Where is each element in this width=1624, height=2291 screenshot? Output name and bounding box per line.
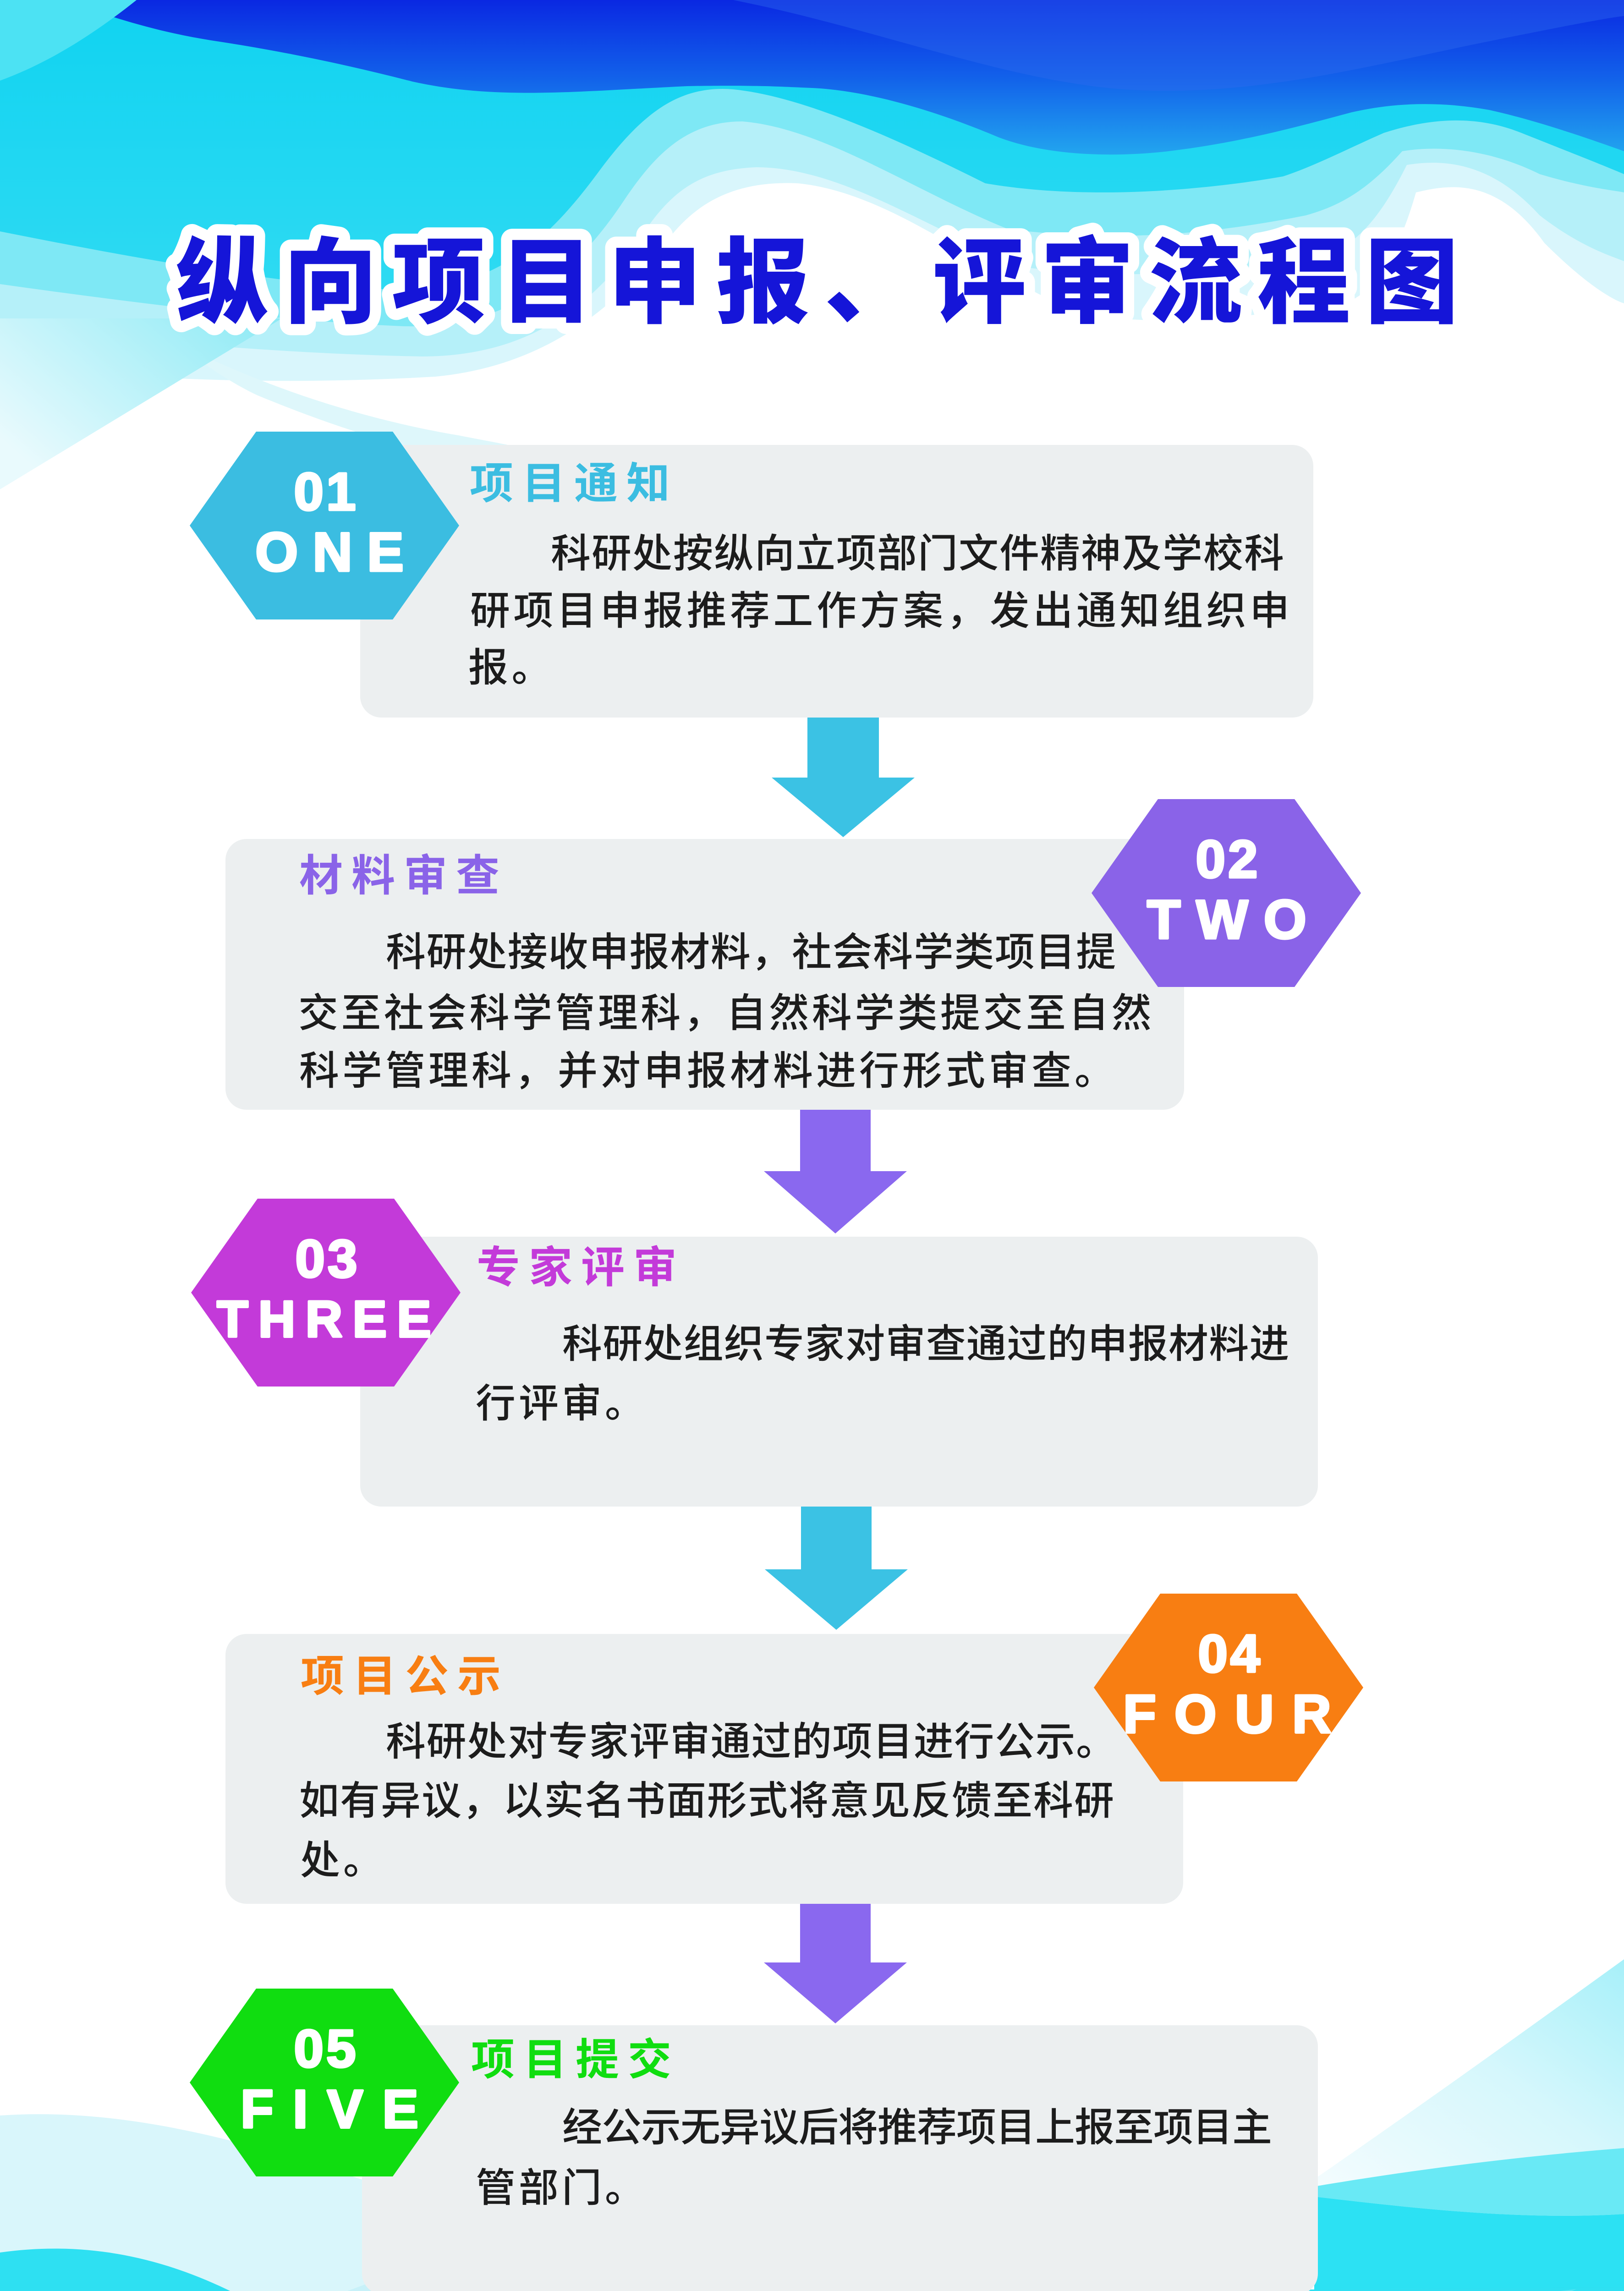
svg-text:01: 01 — [294, 462, 358, 521]
svg-text:04: 04 — [1198, 1624, 1262, 1683]
svg-text:TWO: TWO — [1147, 889, 1322, 950]
svg-text:THREE: THREE — [217, 1290, 441, 1348]
svg-text:FOUR: FOUR — [1123, 1684, 1350, 1744]
svg-text:05: 05 — [294, 2019, 358, 2078]
svg-text:ONE: ONE — [255, 521, 418, 583]
svg-text:03: 03 — [295, 1229, 360, 1288]
svg-text:FIVE: FIVE — [241, 2079, 438, 2139]
svg-text:02: 02 — [1196, 829, 1260, 889]
